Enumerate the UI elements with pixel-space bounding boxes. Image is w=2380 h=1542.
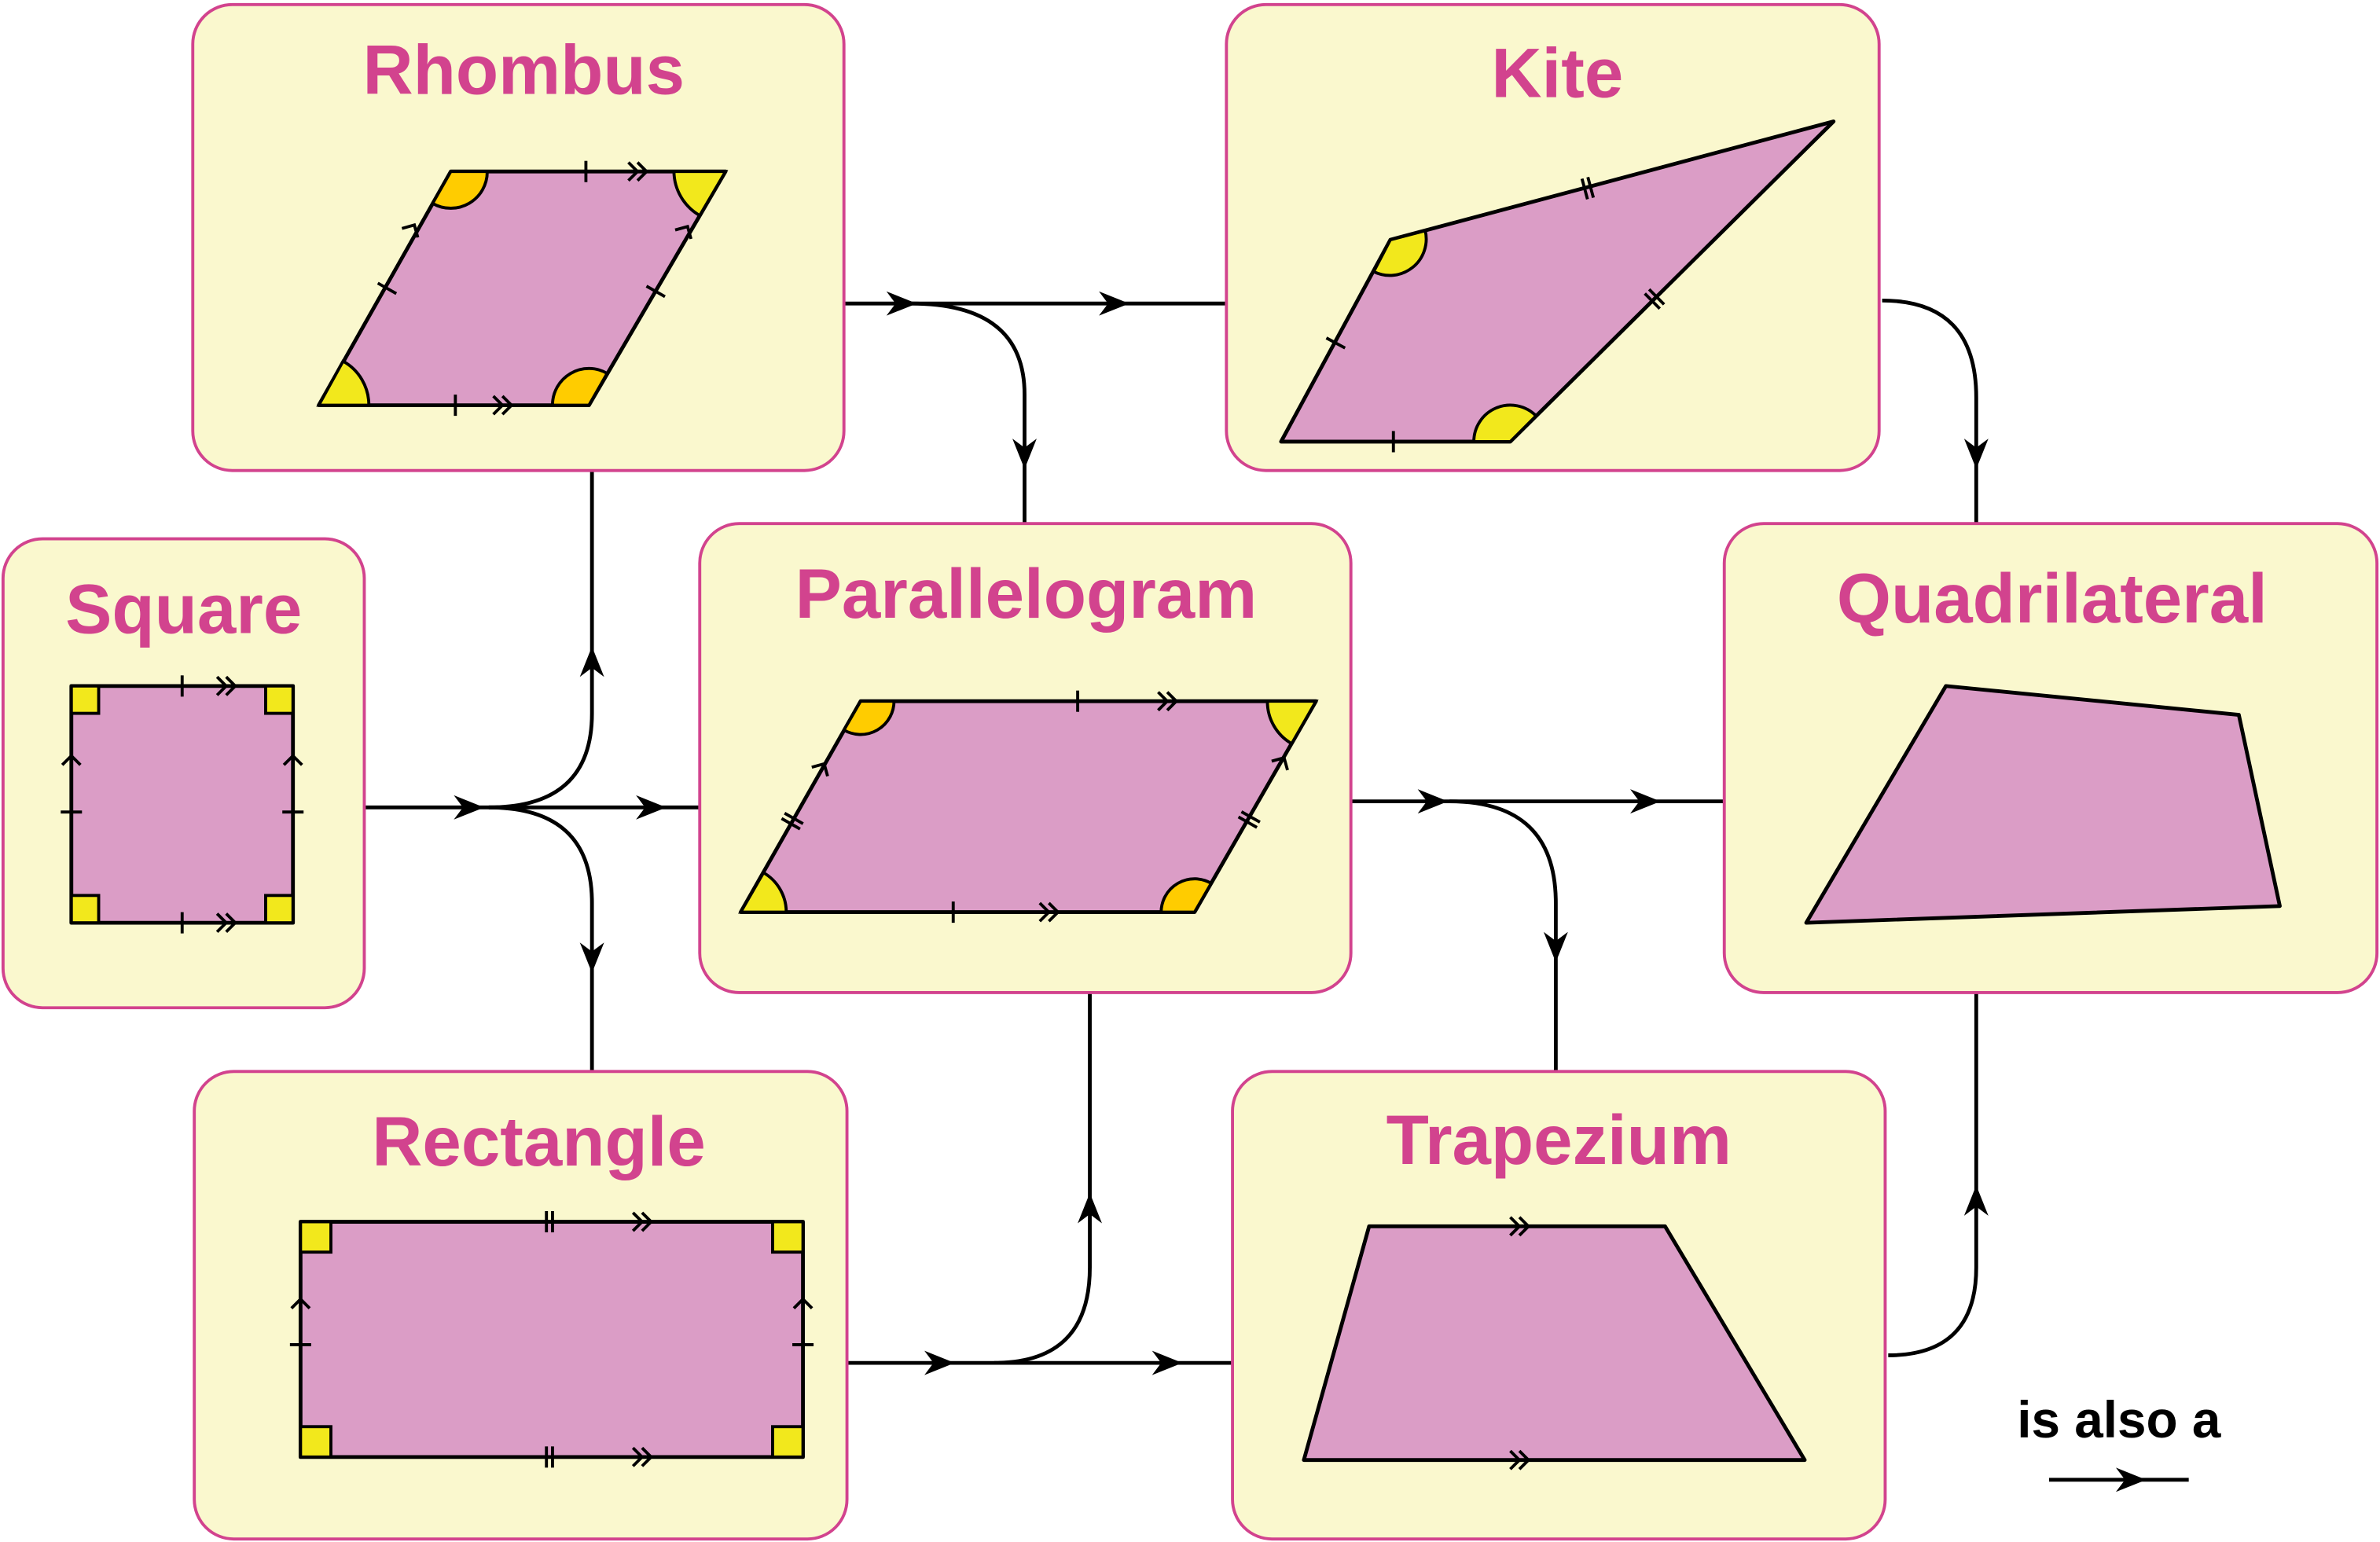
trapezium-box: Trapezium: [1231, 1070, 1887, 1541]
rectangle-title: Rectangle: [372, 1103, 706, 1180]
legend: is also a: [2017, 1391, 2221, 1492]
trapezium-shape: [1302, 1224, 1807, 1463]
rectangle-box: Rectangle: [193, 1070, 849, 1541]
kite-title: Kite: [1491, 35, 1623, 112]
rectangle-shape: [298, 1220, 805, 1459]
parallelogram-box: Parallelogram: [698, 522, 1353, 994]
connectors: [364, 291, 1989, 1375]
quadrilateral-shape: [1804, 684, 2282, 925]
quadrilateral-title: Quadrilateral: [1837, 560, 2268, 637]
rhombus-box: Rhombus: [191, 2, 846, 472]
quadrilateral-box: Quadrilateral: [1722, 522, 2379, 994]
trapezium-title: Trapezium: [1386, 1101, 1732, 1179]
square-box: Square: [1, 537, 366, 1010]
square-title: Square: [65, 570, 302, 648]
kite-shape: [1279, 119, 1836, 444]
square-shape: [69, 684, 296, 925]
rhombus-title: Rhombus: [362, 31, 685, 109]
legend-label: is also a: [2017, 1391, 2221, 1448]
kite-box: Kite: [1225, 2, 1881, 472]
parallelogram-title: Parallelogram: [795, 555, 1258, 633]
